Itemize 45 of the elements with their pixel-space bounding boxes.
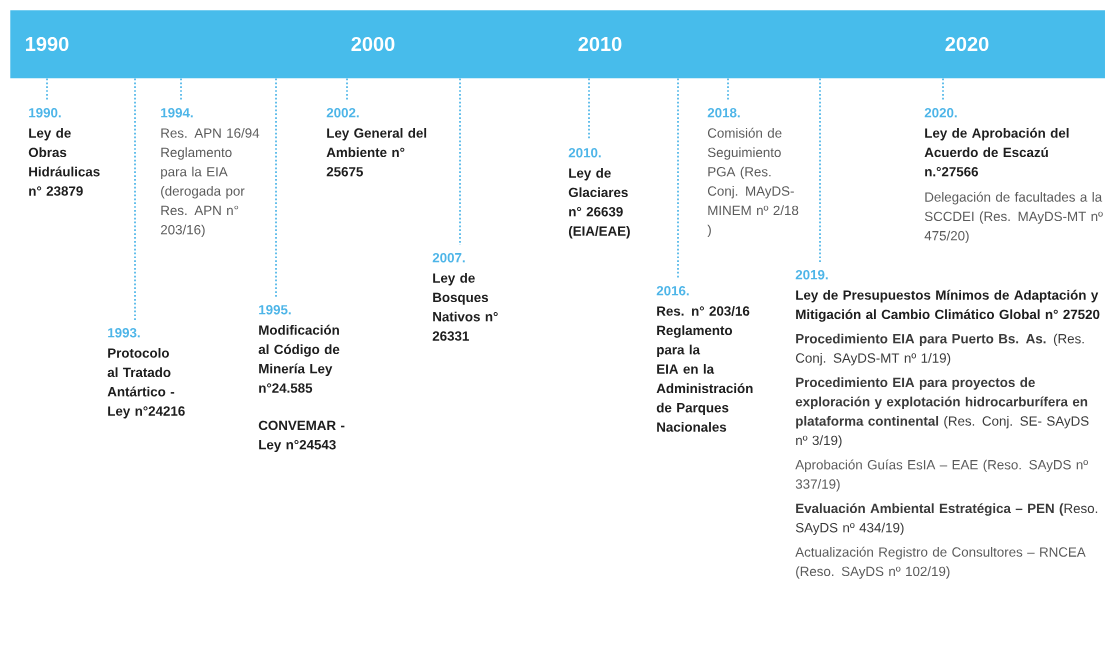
description-text: Res. APN 16/94 Reglamento para la EIA (derogada por Res. APN n° 203/16)	[160, 128, 260, 238]
regulation-text: Evaluación Ambiental Estratégica – PEN (Reso. SAyDS nº 434/19)	[795, 503, 1098, 536]
decade-label: 2000	[351, 36, 395, 52]
dotted-connector	[275, 77, 277, 298]
decade-label: 2020	[945, 36, 989, 52]
year-label: 2002.	[326, 108, 359, 118]
dotted-connector	[942, 77, 944, 101]
year-label: 2018.	[707, 108, 740, 118]
dotted-connector	[677, 77, 679, 279]
year-label: 1990.	[29, 108, 61, 118]
dotted-connector	[180, 77, 182, 101]
law-title: Protocolo al Tratado Antártico - Ley n°24216	[107, 348, 185, 419]
description-text: Aprobación Guías EsIA – EAE (Reso. SAyDS nº 337/19)	[795, 459, 1088, 492]
law-title: Modificación al Código de Minería Ley n°24.585	[258, 324, 340, 393]
dotted-connector	[727, 77, 729, 101]
year-label: 1994.	[161, 108, 193, 118]
dotted-connector	[459, 77, 461, 246]
year-label: 2010.	[568, 148, 601, 158]
law-title: CONVEMAR - Ley n°24543	[258, 420, 345, 453]
dotted-connector	[819, 77, 821, 263]
regulation-text: Procedimiento EIA para Puerto Bs. As. (Res. Conj. SAyDS-MT nº 1/19)	[795, 333, 1084, 366]
law-title: Ley General del Ambiente n° 25675	[326, 128, 427, 177]
law-title: Ley de Presupuestos Mínimos de Adaptación y Mitigación al Cambio Climático Global n° 27520	[796, 289, 1100, 322]
law-title: Ley de Glaciares n° 26639 (EIA/EAE)	[568, 168, 630, 239]
year-label: 2016.	[656, 286, 689, 296]
law-title: Res. n° 203/16 Reglamento para la EIA en la Administración de Parques Nacionales	[656, 306, 753, 432]
dotted-connector	[46, 77, 48, 101]
description-text: Comisión de Seguimiento PGA (Res. Conj. MAyDS-MINEM nº 2/18 )	[707, 127, 799, 238]
timeline-bar	[10, 10, 1105, 79]
year-label: 1995.	[259, 305, 291, 315]
description-text: Actualización Registro de Consultores – RNCEA (Reso. SAyDS nº 102/19)	[795, 546, 1086, 579]
dotted-connector	[134, 77, 136, 321]
law-title: Ley de Aprobación del Acuerdo de Escazú n.°27566	[924, 127, 1069, 177]
year-label: 2007.	[432, 253, 465, 263]
law-title: Ley de Bosques Nativos n° 26331	[432, 273, 498, 341]
dotted-connector	[588, 77, 590, 141]
description-text: Delegación de facultades a la SCCDEI (Res. MAyDS-MT nº 475/20)	[924, 191, 1103, 244]
law-title: Ley de Obras Hidráulicas n° 23879	[28, 128, 100, 196]
year-label: 2019.	[795, 270, 828, 280]
year-label: 1993.	[108, 328, 140, 338]
year-label: 2020.	[924, 108, 957, 118]
decade-label: 2010	[578, 36, 622, 52]
dotted-connector	[346, 77, 348, 101]
decade-label: 1990	[26, 36, 69, 52]
regulation-text: Procedimiento EIA para proyectos de exploración y explotación hidrocarburífera en plataforma continental (Res. Conj. SE- SAyDS nº 3/19)	[795, 377, 1089, 448]
